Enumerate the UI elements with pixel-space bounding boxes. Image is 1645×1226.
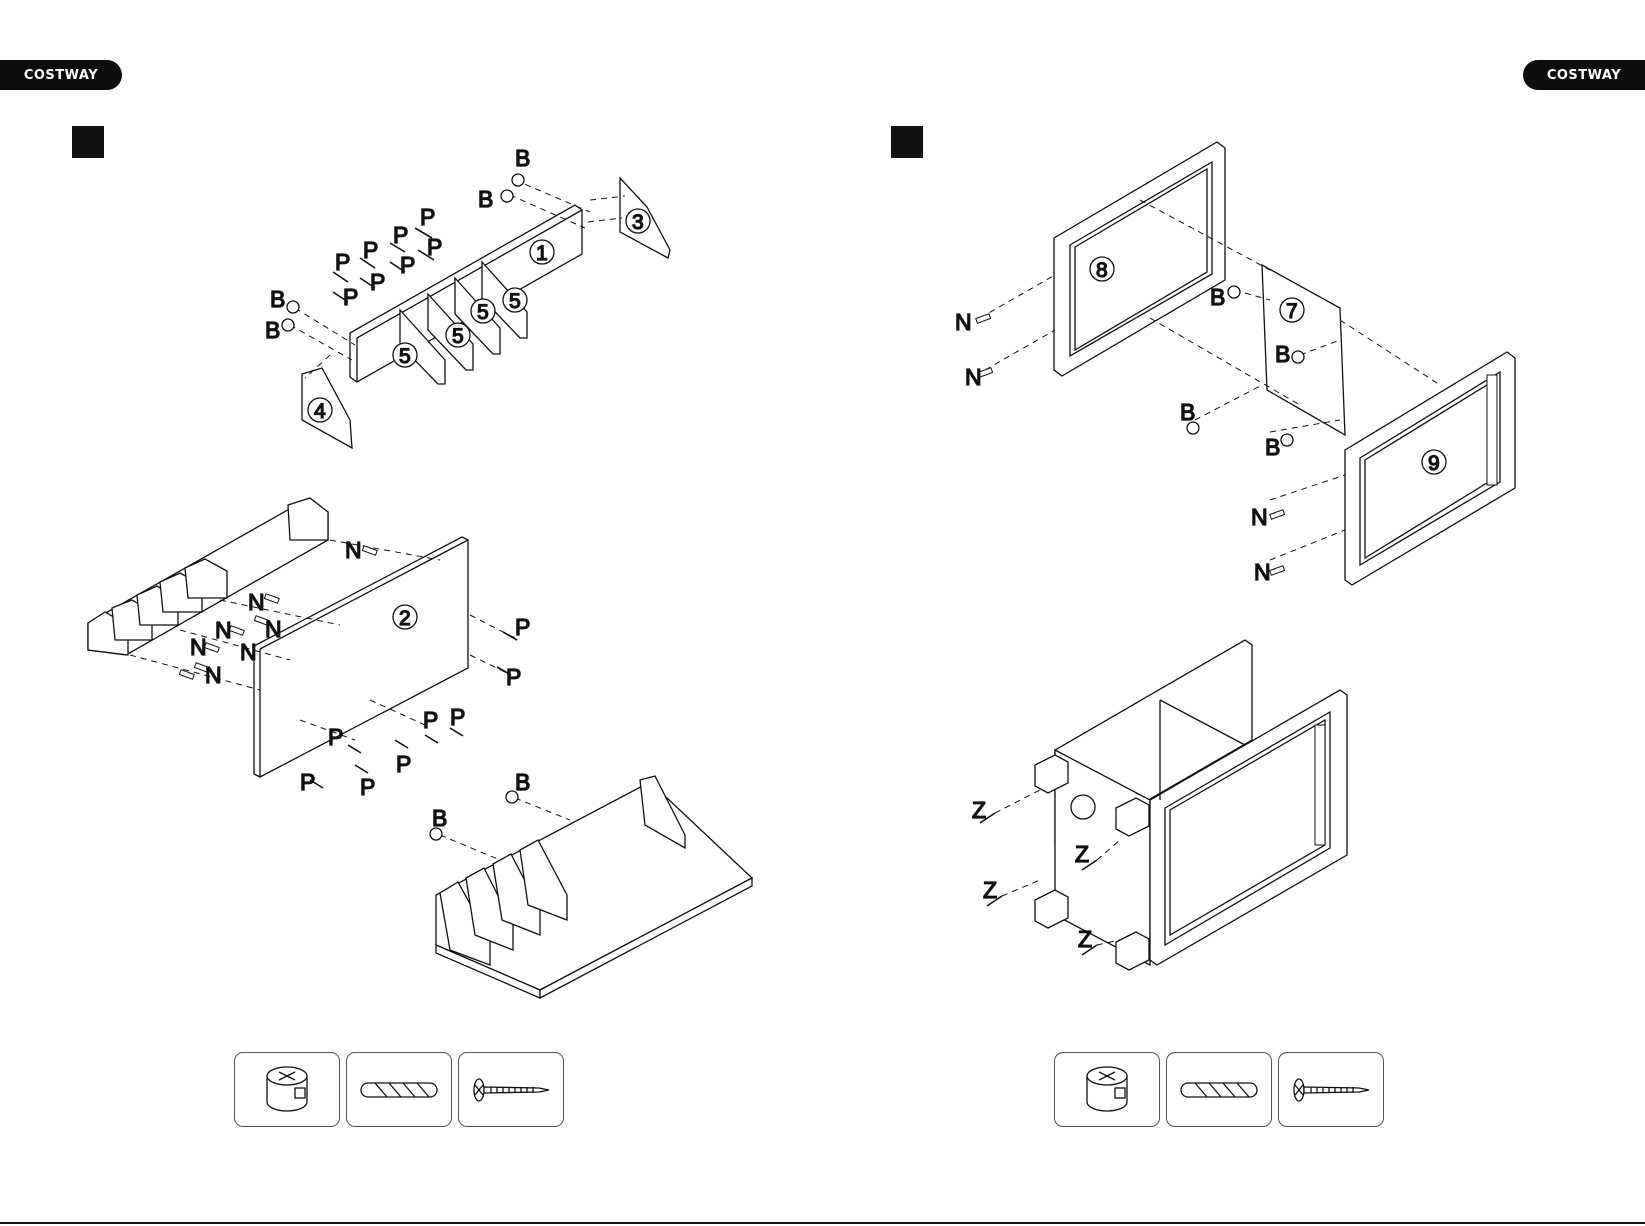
label-cam-lock: B (478, 186, 493, 212)
label-screw: P (396, 751, 411, 777)
part-number-1: 1 (536, 242, 548, 265)
label-screw: P (427, 234, 442, 260)
label-dowel: N (955, 309, 972, 335)
left-top-assembly: B B B B P P P P P P P P 1 3 4 5 5 5 5 (265, 145, 670, 448)
label-dowel: N (248, 589, 265, 615)
label-cam-lock: B (265, 317, 280, 343)
bottom-rule (0, 1222, 1645, 1224)
label-screw: P (423, 707, 438, 733)
label-screw: P (328, 724, 343, 750)
label-dowel: N (1251, 504, 1268, 530)
label-cam-lock: B (432, 805, 447, 831)
label-screw: P (420, 204, 435, 230)
label-screw: P (300, 769, 315, 795)
label-dowel: N (1254, 559, 1271, 585)
label-cam-lock: B (515, 769, 530, 795)
label-screw: P (360, 774, 375, 800)
cam-lock-icon (1054, 1052, 1160, 1127)
label-screw: P (363, 237, 378, 263)
label-dowel: N (965, 364, 982, 390)
part-number-5: 5 (452, 325, 464, 348)
label-screw: P (515, 614, 530, 640)
label-cam-lock: B (1180, 399, 1195, 425)
right-bottom-assembly: Z Z Z Z (972, 640, 1347, 970)
label-screw: P (393, 222, 408, 248)
label-cam-lock: B (1210, 284, 1225, 310)
label-dowel: N (345, 537, 362, 563)
part-number-2: 2 (399, 607, 411, 630)
label-dowel: N (265, 616, 282, 642)
label-cam-lock: B (270, 286, 285, 312)
part-number-5: 5 (399, 345, 411, 368)
label-screw: P (370, 269, 385, 295)
label-screw: P (335, 249, 350, 275)
label-dowel: N (215, 617, 232, 643)
part-number-5: 5 (477, 301, 489, 324)
label-cam-lock: B (515, 145, 530, 171)
part-number-3: 3 (632, 211, 644, 234)
wooden-dowel-icon (346, 1052, 452, 1127)
label-dowel: N (190, 634, 207, 660)
part-number-5: 5 (509, 290, 521, 313)
label-screw: Z (1078, 926, 1092, 952)
right-top-assembly: N N N N B B B B 8 7 9 (955, 142, 1515, 585)
screw-icon (1278, 1052, 1384, 1127)
label-cam-lock: B (1265, 434, 1280, 460)
cam-lock-icon (234, 1052, 340, 1127)
label-screw: P (506, 664, 521, 690)
label-screw: P (400, 252, 415, 278)
part-number-4: 4 (314, 400, 326, 423)
label-dowel: N (240, 639, 257, 665)
label-dowel: N (205, 662, 222, 688)
label-screw: Z (983, 877, 997, 903)
label-screw: Z (1075, 841, 1089, 867)
screw-icon (458, 1052, 564, 1127)
label-screw: P (343, 284, 358, 310)
left-middle-assembly: N N N N N N N P P P P P P P P 2 (88, 498, 530, 800)
hardware-legend-right (1054, 1052, 1384, 1127)
part-number-7: 7 (1286, 300, 1298, 323)
label-screw: P (450, 704, 465, 730)
part-number-8: 8 (1096, 259, 1108, 282)
label-cam-lock: B (1275, 341, 1290, 367)
wooden-dowel-icon (1166, 1052, 1272, 1127)
hardware-legend-left (234, 1052, 564, 1127)
part-number-9: 9 (1428, 452, 1440, 475)
label-screw: Z (972, 797, 986, 823)
left-bottom-assembly: B B (430, 769, 752, 998)
